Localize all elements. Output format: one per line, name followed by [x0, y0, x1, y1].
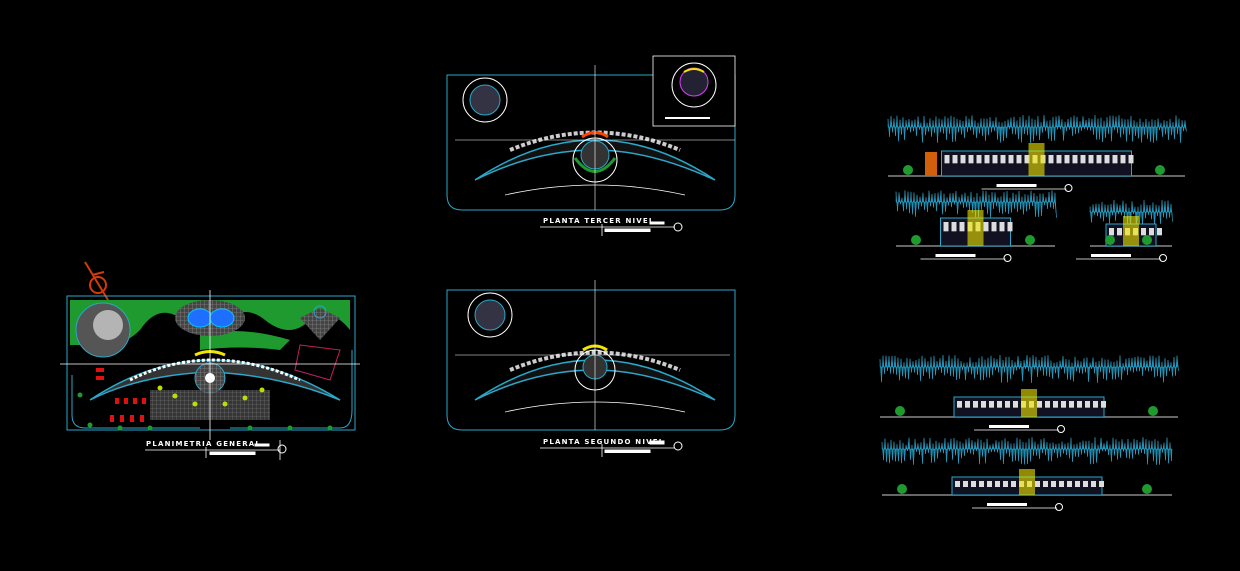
second-floor-title-block — [540, 440, 683, 457]
tree-backdrop — [1089, 199, 1173, 228]
site-plan-drawing — [60, 261, 360, 440]
pool — [187, 308, 213, 328]
third-floor-title: PLANTA TERCER NIVEL — [543, 217, 655, 225]
site-plan-title-block — [145, 440, 287, 460]
side-elevation-1 — [879, 354, 1179, 433]
north-arrow-icon — [84, 261, 109, 301]
site-plan-title: PLANIMETRIA GENERAL — [146, 440, 262, 448]
elevations-group — [879, 115, 1187, 511]
front-elevation — [887, 115, 1187, 192]
tree-backdrop — [895, 190, 1057, 218]
third-floor-title-block — [540, 221, 683, 236]
side-elevation-2 — [881, 437, 1173, 511]
section-a — [895, 190, 1057, 262]
second-floor-plan-drawing — [446, 280, 736, 431]
tree-backdrop — [881, 437, 1173, 465]
section-b — [1076, 199, 1173, 262]
second-floor-title: PLANTA SEGUNDO NIVEL — [543, 438, 665, 446]
parking-spaces — [96, 368, 146, 422]
tree-backdrop — [887, 115, 1187, 143]
third-floor-plan-drawing — [446, 55, 736, 211]
tree-backdrop — [879, 354, 1179, 383]
